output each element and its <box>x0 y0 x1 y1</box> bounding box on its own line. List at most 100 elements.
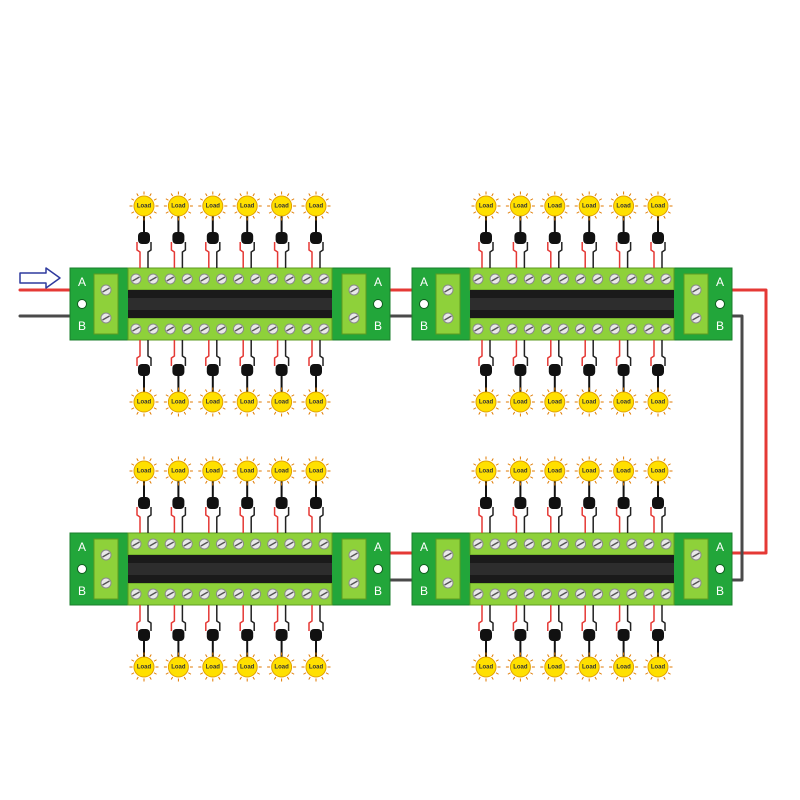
lead-b <box>523 340 529 366</box>
top-load-2: Load <box>163 191 193 268</box>
lead-b <box>216 507 221 533</box>
socket <box>617 629 630 641</box>
bottom-load-6: Load <box>301 340 331 417</box>
top-load-4: Load <box>232 191 262 268</box>
load-label: Load <box>582 204 597 210</box>
screw-icon <box>523 273 535 285</box>
lead-a <box>170 340 176 366</box>
socket <box>652 629 664 641</box>
lead-a <box>308 605 313 631</box>
lead-b <box>250 242 255 268</box>
socket <box>138 364 150 376</box>
lead-b <box>558 242 563 268</box>
load-label: Load <box>206 665 221 671</box>
lead-b <box>216 340 221 366</box>
separator <box>470 563 674 575</box>
screw-icon <box>301 323 313 335</box>
socket <box>275 629 288 641</box>
load-label: Load <box>240 400 255 406</box>
lead-b <box>250 507 255 533</box>
socket <box>241 629 254 641</box>
bus-bar-b <box>470 310 674 318</box>
screw-icon <box>472 323 484 335</box>
screw-icon <box>147 323 159 335</box>
screw-icon <box>643 273 655 285</box>
socket <box>138 232 150 244</box>
screw-icon <box>660 588 672 600</box>
label-a-left: A <box>78 275 86 289</box>
lead-b <box>489 507 494 533</box>
bottom-load-2: Load <box>505 340 535 417</box>
lead-b <box>523 605 529 631</box>
lead-b <box>489 605 494 631</box>
load-label: Load <box>548 204 563 210</box>
mount-hole-icon <box>77 564 87 574</box>
lead-b <box>489 242 494 268</box>
load-label: Load <box>171 665 186 671</box>
top-left-board: ABABLoadLoadLoadLoadLoadLoadLoadLoadLoad… <box>69 191 391 417</box>
screw-icon <box>660 538 672 550</box>
bulb-icon: Load <box>471 191 501 221</box>
separator <box>470 298 674 310</box>
label-b-right: B <box>374 584 382 598</box>
bus-bar-b <box>470 575 674 583</box>
socket <box>548 232 561 244</box>
screw-icon <box>181 538 193 550</box>
lead-a <box>581 605 586 631</box>
lead-b <box>319 507 324 533</box>
screw-icon <box>626 323 638 335</box>
lead-a <box>205 507 210 533</box>
top-load-1: Load <box>129 191 159 268</box>
lead-b <box>661 242 666 268</box>
bulb-icon: Load <box>267 191 297 221</box>
screw-icon <box>626 538 638 550</box>
screw-icon <box>643 323 655 335</box>
mount-hole-icon <box>419 299 429 309</box>
screw-icon <box>318 273 330 285</box>
bulb-icon: Load <box>301 191 331 221</box>
bulb-icon: Load <box>609 191 639 221</box>
bulb-icon: Load <box>505 191 535 221</box>
bottom-load-1: Load <box>129 340 159 417</box>
output-terminal-right <box>341 273 367 335</box>
lead-a <box>615 242 621 268</box>
lead-b <box>216 242 221 268</box>
label-a-right: A <box>716 275 724 289</box>
load-label: Load <box>206 204 221 210</box>
lead-a <box>273 507 279 533</box>
bulb-icon: Load <box>609 652 639 682</box>
load-label: Load <box>513 400 528 406</box>
socket <box>241 497 254 509</box>
socket <box>514 232 527 244</box>
mount-hole-icon <box>715 564 725 574</box>
lead-b <box>558 507 563 533</box>
socket <box>548 629 561 641</box>
bottom-load-1: Load <box>471 605 501 682</box>
load-label: Load <box>171 204 186 210</box>
bulb-icon: Load <box>643 191 673 221</box>
socket <box>480 629 492 641</box>
screw-icon <box>643 588 655 600</box>
screw-icon <box>592 323 604 335</box>
lead-a <box>170 605 176 631</box>
load-label: Load <box>651 665 666 671</box>
screw-icon <box>250 323 262 335</box>
lead-a <box>581 340 586 366</box>
bottom-load-3: Load <box>540 340 570 417</box>
screw-icon <box>523 323 535 335</box>
screw-icon <box>575 588 587 600</box>
screw-icon <box>489 273 501 285</box>
load-label: Load <box>137 400 152 406</box>
bulb-icon: Load <box>540 456 570 486</box>
load-label: Load <box>513 204 528 210</box>
load-label: Load <box>137 204 152 210</box>
socket <box>206 629 219 641</box>
bulb-icon: Load <box>471 387 501 417</box>
socket <box>172 497 185 509</box>
lead-a <box>239 242 244 268</box>
lead-b <box>319 242 324 268</box>
socket <box>548 497 561 509</box>
lead-a <box>547 340 552 366</box>
load-label: Load <box>479 204 494 210</box>
top-load-4: Load <box>574 456 604 533</box>
